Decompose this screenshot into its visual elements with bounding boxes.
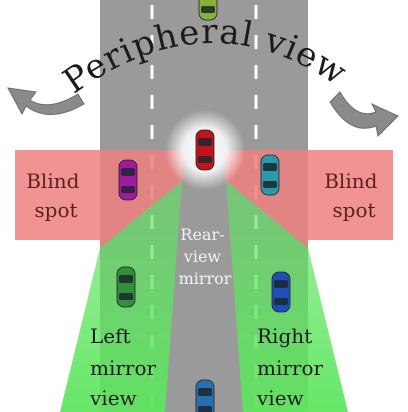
lane-dash — [150, 35, 154, 49]
label-blind-spot-right: Blind spot — [324, 169, 384, 222]
car-part — [200, 147, 210, 155]
car-part — [274, 298, 288, 305]
car-right-mirror — [271, 271, 291, 313]
car-part — [276, 289, 286, 297]
car-part — [200, 397, 210, 405]
lane-dash — [254, 95, 258, 109]
car-part — [198, 138, 212, 146]
car-part — [198, 156, 212, 163]
car-front — [198, 0, 218, 21]
car-part — [203, 0, 213, 5]
car-part — [121, 186, 135, 193]
lane-dash — [150, 65, 154, 79]
car-left-mirror — [116, 266, 136, 308]
car-part — [263, 163, 277, 171]
label-left-mirror-view: Left mirror view — [89, 324, 162, 410]
blind-spot-zone-left — [15, 150, 183, 248]
car-part — [201, 6, 215, 13]
car-part — [121, 168, 135, 176]
car-part — [119, 275, 133, 283]
lane-dash — [150, 125, 154, 139]
car-part — [121, 284, 131, 292]
label-rear-view-mirror: Rear- view mirror — [179, 225, 232, 288]
arrow-right-icon — [329, 91, 399, 138]
car-left-blind-spot — [118, 159, 138, 201]
car-part — [123, 177, 133, 185]
lane-dash — [254, 125, 258, 139]
car-part — [265, 172, 275, 180]
lane-dash — [150, 5, 154, 19]
car-right-blind-spot — [260, 154, 280, 196]
car-part — [263, 181, 277, 188]
blind-spot-zone-right — [225, 150, 393, 248]
car-rear — [195, 379, 215, 412]
car-part — [119, 293, 133, 300]
car-part — [274, 280, 288, 288]
lane-dash — [254, 65, 258, 79]
lane-dash — [150, 95, 154, 109]
label-blind-spot-left: Blind spot — [26, 169, 86, 222]
label-right-mirror-view: Right mirror view — [256, 324, 329, 410]
lane-dash — [254, 5, 258, 19]
arrow-left-icon — [7, 87, 85, 116]
car-part — [198, 406, 212, 412]
lane-dash — [254, 35, 258, 49]
car-main — [195, 129, 215, 171]
car-part — [198, 388, 212, 396]
